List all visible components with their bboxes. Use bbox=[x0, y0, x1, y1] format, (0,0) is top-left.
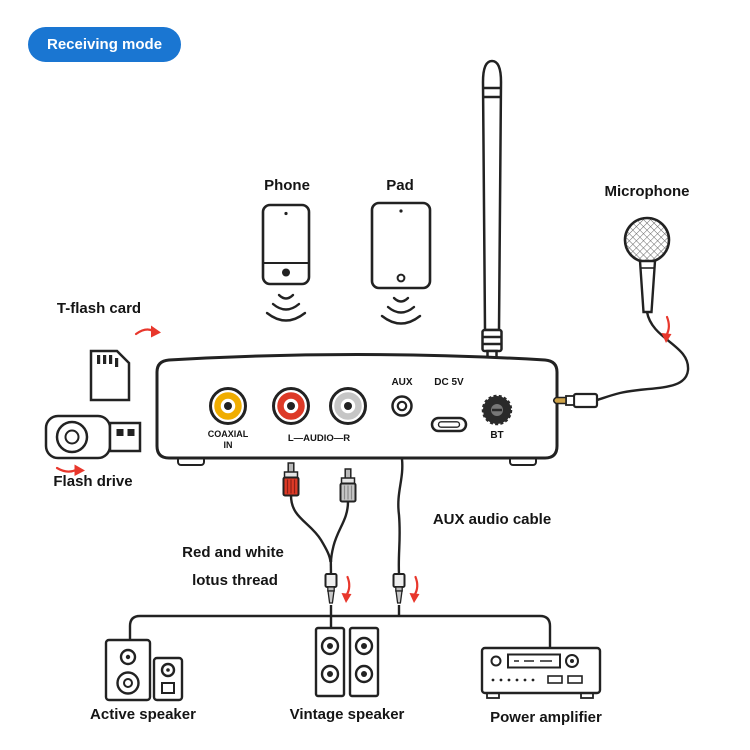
flash-drive-icon bbox=[44, 414, 142, 460]
flash-drive-label: Flash drive bbox=[53, 473, 133, 490]
vintage-speaker-icon bbox=[314, 626, 380, 698]
power-amplifier-icon bbox=[480, 646, 602, 699]
microphone-label: Microphone bbox=[604, 183, 690, 200]
vintage-speaker-label: Vintage speaker bbox=[289, 706, 405, 723]
antenna-icon bbox=[481, 59, 503, 365]
dc-port-label: DC 5V bbox=[434, 377, 464, 388]
rca-cable bbox=[282, 462, 357, 604]
tflash-arrow bbox=[134, 325, 161, 338]
active-speaker-icon bbox=[104, 638, 184, 702]
aux-cable-label: AUX audio cable bbox=[432, 511, 552, 528]
tflash-card-label: T-flash card bbox=[56, 300, 142, 317]
connection-lines bbox=[128, 605, 552, 649]
bt-antenna-connector bbox=[481, 394, 513, 426]
mic-arrow bbox=[661, 315, 672, 343]
phone-icon bbox=[261, 203, 311, 286]
power-amplifier-label: Power amplifier bbox=[490, 709, 602, 726]
pad-label: Pad bbox=[386, 177, 414, 194]
bt-port-label: BT bbox=[490, 430, 504, 441]
coaxial-port-label: COAXIAL IN bbox=[207, 429, 249, 450]
active-speaker-label: Active speaker bbox=[90, 706, 196, 723]
phone-label: Phone bbox=[264, 177, 310, 194]
aux-cable-arrow bbox=[409, 575, 420, 603]
usb-c-port bbox=[430, 416, 468, 433]
aux-cable bbox=[392, 458, 406, 604]
aux-port-label: AUX bbox=[391, 377, 413, 388]
pad-signal-icon bbox=[380, 296, 422, 325]
rca-cable-label-line2: lotus thread bbox=[192, 572, 278, 589]
rca-cable-label-line1: Red and white bbox=[182, 544, 284, 561]
microphone-icon bbox=[596, 216, 690, 402]
phone-signal-icon bbox=[265, 293, 307, 322]
microphone-plug bbox=[552, 392, 599, 409]
audio-right-port bbox=[329, 387, 367, 425]
audio-left-port bbox=[272, 387, 310, 425]
audio-port-label: L—AUDIO—R bbox=[287, 433, 351, 444]
tflash-card-icon bbox=[89, 349, 131, 402]
coaxial-port bbox=[209, 387, 247, 425]
flash-drive-arrow bbox=[55, 464, 85, 476]
aux-port bbox=[391, 395, 413, 417]
receiving-mode-badge: Receiving mode bbox=[28, 27, 182, 62]
rca-cable-arrow bbox=[341, 575, 352, 603]
pad-icon bbox=[370, 201, 432, 290]
